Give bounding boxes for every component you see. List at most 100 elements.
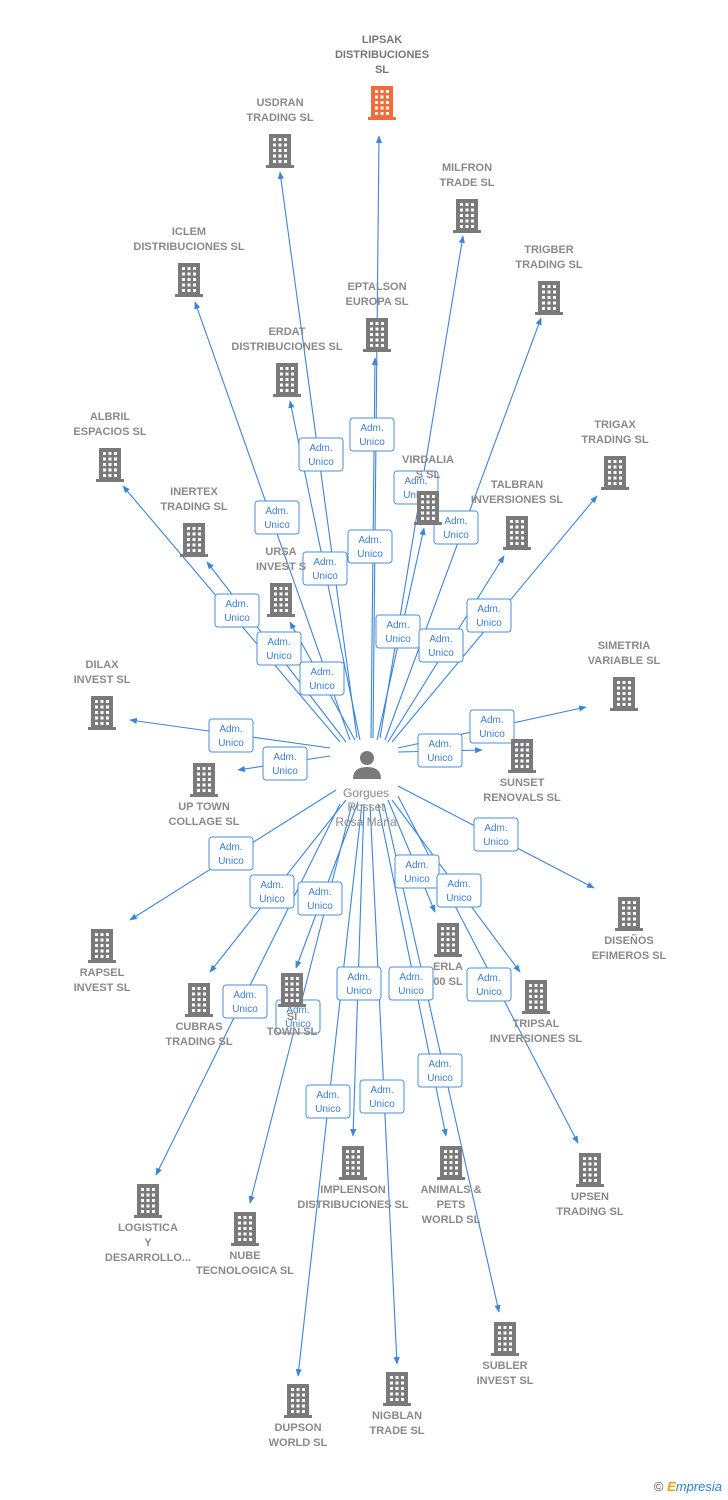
relation-box-logistica[interactable]: Adm.Unico (222, 984, 268, 1019)
relation-label-line: Unico (427, 753, 453, 764)
relation-label-line: Unico (403, 490, 429, 501)
relation-box-virdalia[interactable]: Adm.Unico (375, 614, 421, 649)
company-node-logistica[interactable]: LOGISTICAYDESARROLLO... (105, 1184, 191, 1264)
relation-label-line: Unico (232, 1004, 258, 1015)
relation-box-inertex[interactable]: Adm.Unico (256, 631, 302, 666)
company-name-line: EUROPA SL (346, 296, 409, 308)
company-name-line: VIRDALIA (402, 454, 454, 466)
relation-box-trigber[interactable]: Adm.Unico (433, 510, 479, 545)
relation-box-iclem[interactable]: Adm.Unico (254, 500, 300, 535)
relation-label-line: Adm. (444, 516, 467, 527)
relation-box-dilax[interactable]: Adm.Unico (208, 718, 254, 753)
company-name-line: ALBRIL (90, 411, 131, 423)
relation-box-erla[interactable]: Adm.Unico (394, 854, 440, 889)
relation-label-line: Adm. (267, 637, 290, 648)
relation-box-upsen[interactable]: Adm.Unico (466, 967, 512, 1002)
relation-box-dupson[interactable]: Adm.Unico (305, 1084, 351, 1119)
company-name-line: NUBE (229, 1250, 260, 1262)
relation-label-line: Unico (479, 729, 505, 740)
building-icon (190, 763, 218, 797)
relation-box-albril[interactable]: Adm.Unico (214, 593, 260, 628)
relation-box-animals[interactable]: Adm.Unico (388, 966, 434, 1001)
company-name-line: DESARROLLO... (105, 1252, 191, 1264)
relation-box-lipsak[interactable]: Adm.Unico (349, 417, 395, 452)
relation-box-subler[interactable]: Adm.Unico (417, 1053, 463, 1088)
relation-box-simetria[interactable]: Adm. Unico (469, 709, 515, 744)
person-name-line-3: Rosa Maria (335, 815, 397, 829)
relation-box-rapsel[interactable]: Adm.Unico (208, 836, 254, 871)
relation-label-line: Unico (272, 766, 298, 777)
company-name-line: INVEST SL (74, 982, 131, 994)
building-icon (437, 1146, 465, 1180)
relation-box-disenos[interactable]: Adm.Unico (473, 817, 519, 852)
relation-box-cubras[interactable]: Adm.Unico (249, 874, 295, 909)
company-node-rapsel[interactable]: RAPSEL INVEST SL (74, 929, 131, 994)
relation-box-trigax[interactable]: Adm.Unico (466, 598, 512, 633)
relation-box-implenson[interactable]: Adm.Unico (336, 966, 382, 1001)
brand-logo[interactable]: Empresia (667, 1479, 722, 1494)
relation-label-line: Unico (476, 987, 502, 998)
company-name-line: INVEST SL (477, 1375, 534, 1387)
building-icon (180, 523, 208, 557)
relation-label-line: Unico (357, 549, 383, 560)
relation-box-tripsal[interactable]: Adm.Unico (436, 873, 482, 908)
company-name-line: TRADING SL (581, 434, 649, 446)
relation-label-line: Adm. (404, 476, 427, 487)
company-name-line: TRIPSAL (512, 1018, 559, 1030)
building-icon (601, 456, 629, 490)
relation-box-nigblan[interactable]: Adm.Unico (359, 1079, 405, 1114)
company-name-line: 00 SL (433, 976, 463, 988)
company-name-line: RAPSEL (80, 967, 125, 979)
company-name-line: TRADING SL (246, 112, 314, 124)
relation-label-line: Adm. (428, 739, 451, 750)
relation-box-eptalson[interactable]: Adm. Unico (347, 529, 393, 564)
relation-label-line: Adm. (358, 535, 381, 546)
building-icon (414, 491, 442, 525)
relation-box-sunset[interactable]: Adm. Unico (417, 733, 463, 768)
person-name-line-1: Gorgues (343, 786, 389, 800)
company-name-line: SUNSET (500, 777, 545, 789)
relation-box-uptown[interactable]: Adm.Unico (262, 746, 308, 781)
relation-box-talbran[interactable]: Adm.Unico (418, 628, 464, 663)
person-node[interactable]: Gorgues Rosset Rosa Maria (335, 751, 397, 829)
relation-label-line: Adm. (480, 715, 503, 726)
building-icon (491, 1322, 519, 1356)
relation-box-erdat[interactable]: Adm.Unico (302, 551, 348, 586)
relation-box-usdran[interactable]: Adm.Unico (298, 437, 344, 472)
relation-box-town[interactable]: Adm.Unico (297, 881, 343, 916)
relation-box-ursa[interactable]: Adm.Unico (299, 661, 345, 696)
company-name-line: WORLD SL (269, 1437, 328, 1449)
person-name-line-2: Rosset (347, 800, 385, 814)
relation-label-line: Adm. (265, 506, 288, 517)
